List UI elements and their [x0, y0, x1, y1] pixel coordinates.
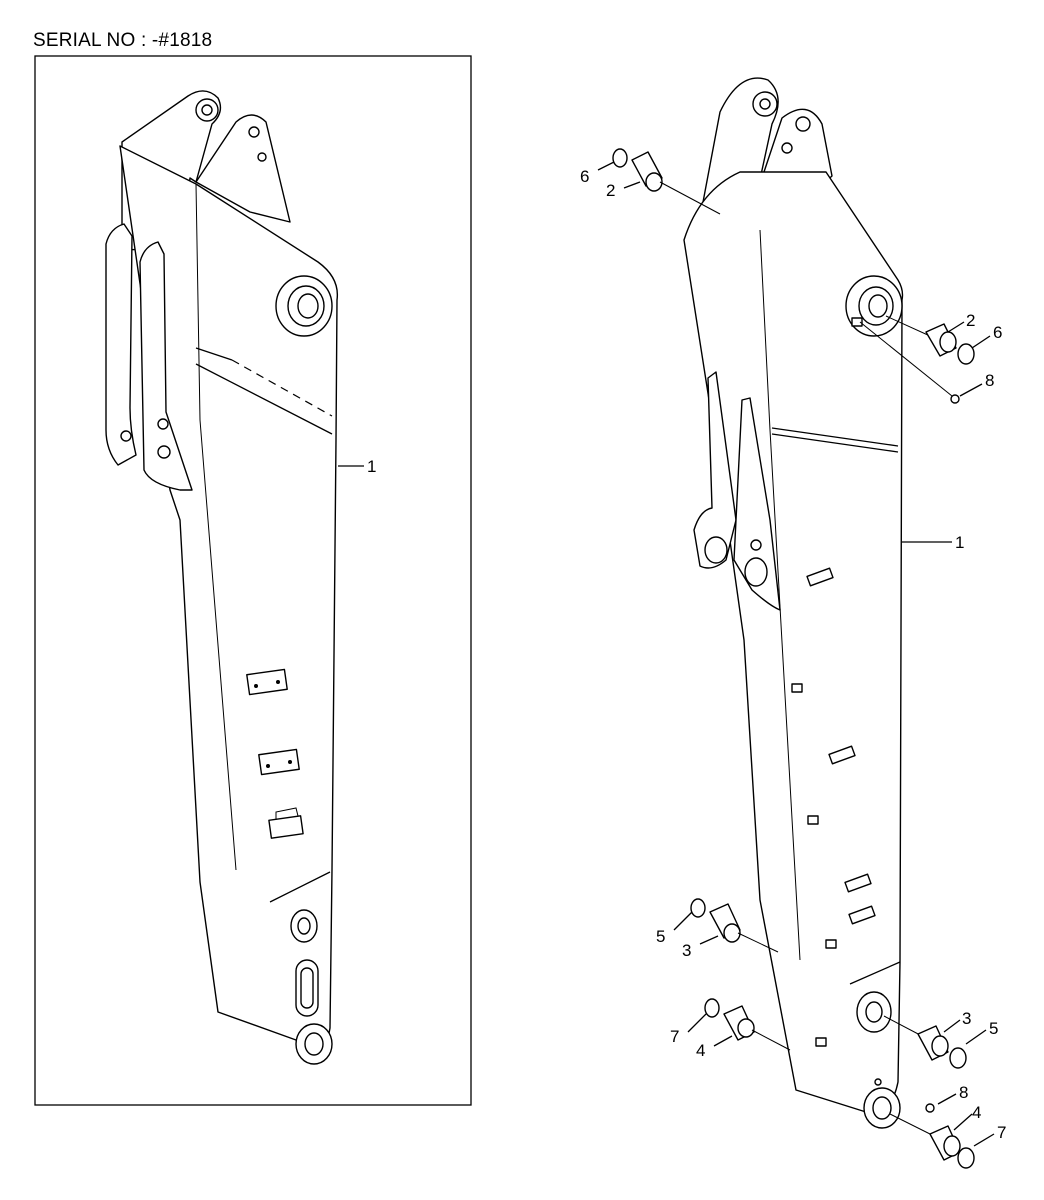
- callout-6-top: 6: [580, 167, 589, 186]
- callout-7-right: 7: [997, 1123, 1006, 1142]
- shim-7-right: [957, 1147, 975, 1169]
- shim-6-right: [957, 343, 975, 365]
- callout-7-left: 7: [670, 1027, 679, 1046]
- callout-1-left: 1: [367, 457, 376, 476]
- serial-number: SERIAL NO : -#1818: [33, 30, 213, 51]
- exploded-parts: [612, 148, 975, 1169]
- callout-6-right: 6: [993, 323, 1002, 342]
- boom-assembly-right: [683, 77, 904, 1129]
- left-view-frame: [34, 55, 472, 1106]
- callout-1-right: 1: [955, 533, 964, 552]
- callout-3-left: 3: [682, 941, 691, 960]
- fitting-8-top: [950, 394, 960, 404]
- callout-2-top: 2: [606, 181, 615, 200]
- callouts-right: 6 2 2 6 8 1 5 3 3 5 7 4 8 4 7: [580, 161, 1006, 1147]
- callout-8-top: 8: [985, 371, 994, 390]
- callout-2-right: 2: [966, 311, 975, 330]
- shim-5-left: [690, 898, 706, 918]
- callout-4-right: 4: [972, 1103, 981, 1122]
- callout-5-left: 5: [656, 927, 665, 946]
- fitting-8-bottom: [925, 1103, 935, 1113]
- callout-4-left: 4: [696, 1041, 705, 1060]
- callout-3-right: 3: [962, 1009, 971, 1028]
- callout-8-bottom: 8: [959, 1083, 968, 1102]
- callout-5-right: 5: [989, 1019, 998, 1038]
- shim-7-left: [704, 998, 720, 1018]
- boom-assembly-left: [105, 90, 339, 1065]
- shim-6-top: [612, 148, 628, 168]
- shim-5-right: [949, 1047, 967, 1069]
